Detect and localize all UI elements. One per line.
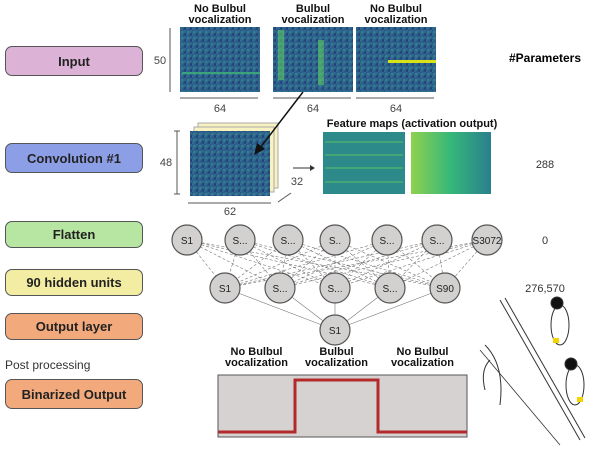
input-title: vocalization [189,14,252,26]
connection-line [287,239,391,289]
layer-input: Input [5,46,143,76]
node-label: S1 [219,284,232,295]
flatten-node: S... [224,224,256,256]
output-chart-label: vocalization [391,357,454,369]
node-label: S1 [181,236,194,247]
param-flatten: 0 [542,235,548,247]
node-label: S... [272,284,287,295]
conv-spectrogram [190,131,270,196]
connection-line [334,287,446,331]
hidden-node: S... [264,272,296,304]
connection-line [279,239,438,289]
feature-maps-title: Feature maps (activation output) [327,118,498,130]
connection-line [334,239,446,289]
connection-line [279,239,388,289]
node-label: S... [232,236,247,247]
input-width-label: 64 [307,103,319,115]
connection-line [389,239,488,289]
connection-line [224,239,388,289]
connection-line [239,239,446,289]
layer-hidden: 90 hidden units [5,269,143,296]
hidden-node: S... [374,272,406,304]
hidden-node: S... [319,272,351,304]
node-label: S... [327,284,342,295]
connection-line [334,239,488,289]
connection-line [239,239,391,289]
input-title: No Bulbul [370,3,422,15]
connection-line [224,239,336,289]
output-chart-label: No Bulbul [397,346,449,358]
parameters-header: #Parameters [509,51,581,65]
input-spectrogram [273,27,353,92]
input-title: Bulbul [296,3,330,15]
input-width-label: 64 [214,103,226,115]
output-chart-label: Bulbul [319,346,353,358]
layer-convolution: Convolution #1 [5,143,143,173]
connection-line [334,239,438,289]
flatten-node: S... [272,224,304,256]
flatten-node: S3072 [471,224,503,256]
output-chart [217,374,468,438]
input-spectrogram [356,27,436,92]
connection-line [287,239,446,289]
connection-line [279,239,488,289]
layer-output: Output layer [5,313,143,340]
node-label: S... [429,236,444,247]
node-label: S... [280,236,295,247]
input-title: vocalization [282,14,345,26]
hidden-node: S1 [209,272,241,304]
flatten-node: S... [371,224,403,256]
connection-line [224,239,438,289]
input-height-label: 50 [154,55,166,67]
connection-line [186,239,336,289]
binary-output-line [218,378,467,434]
conv-height-label: 48 [160,157,172,169]
node-label: S3072 [473,236,502,247]
node-label: S1 [329,326,342,337]
input-title: vocalization [365,14,428,26]
node-label: S90 [436,284,454,295]
layer-flatten: Flatten [5,221,143,248]
input-width-label: 64 [390,103,402,115]
flatten-node: S... [421,224,453,256]
conv-width-label: 62 [224,206,236,218]
node-label: S.. [329,236,341,247]
post-processing-label: Post processing [5,358,91,372]
hidden-node: S90 [429,272,461,304]
output-chart-label: No Bulbul [231,346,283,358]
feature-map-2 [411,132,491,194]
input-spectrogram [180,27,260,92]
output-chart-label: vocalization [305,357,368,369]
node-label: S... [379,236,394,247]
flatten-node: S1 [171,224,203,256]
flatten-node: S.. [319,224,351,256]
connection-line [186,239,446,289]
connection-line [224,287,336,331]
bird-illustration-icon [479,296,586,446]
input-title: No Bulbul [194,3,246,15]
param-conv: 288 [536,159,554,171]
layer-binarized-output: Binarized Output [5,379,143,409]
connection-line [186,239,281,289]
node-label: S... [382,284,397,295]
output-chart-label: vocalization [225,357,288,369]
conv-depth-label: 32 [291,176,303,188]
connection-line [239,239,336,289]
param-hidden: 276,570 [525,283,565,295]
output-node: S1 [319,314,351,346]
